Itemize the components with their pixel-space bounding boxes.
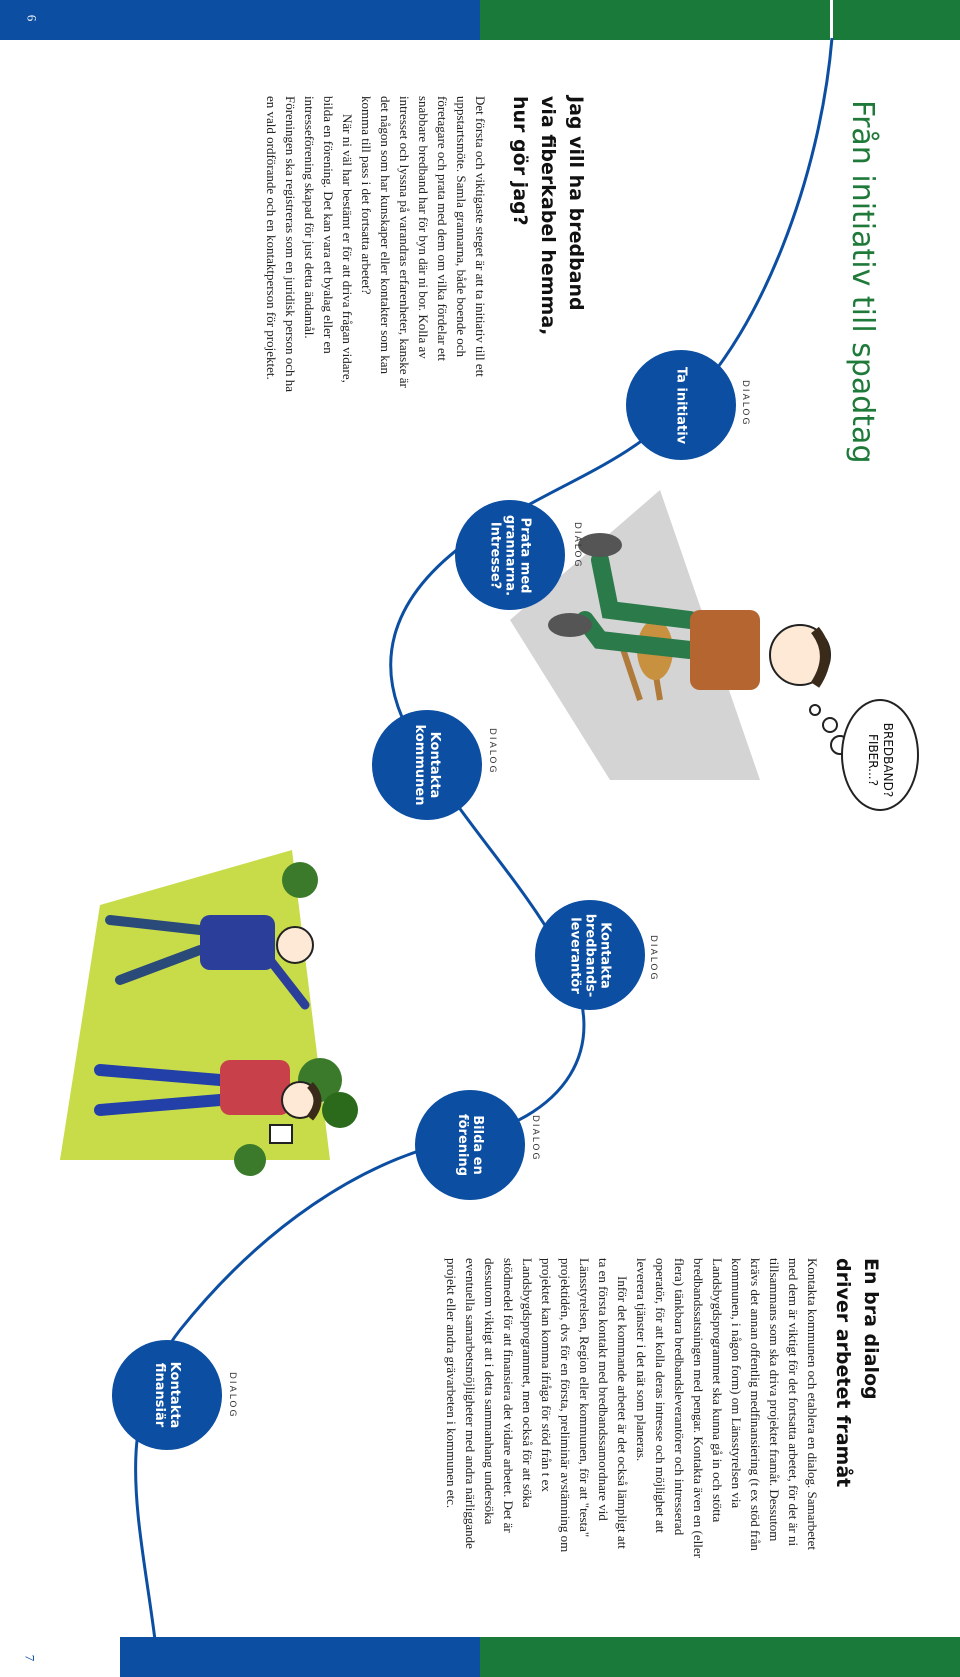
dialog-label-5: DIALOG — [530, 1115, 540, 1162]
man2-notepad — [269, 1124, 293, 1144]
step-label: Ta initiativ — [673, 366, 689, 444]
dialog-label-6: DIALOG — [227, 1372, 237, 1419]
top-blue-bar — [0, 0, 480, 40]
top-divider — [830, 0, 833, 40]
bush-3 — [322, 1092, 358, 1128]
bush-1 — [282, 862, 318, 898]
man2-torso — [220, 1060, 290, 1115]
torso — [690, 610, 760, 690]
step-ta-initiativ: Ta initiativ — [626, 350, 736, 460]
dialog-label-2: DIALOG — [572, 522, 582, 569]
man1-legs — [105, 915, 205, 985]
dialog-label-4: DIALOG — [648, 935, 658, 982]
dialog-label-3: DIALOG — [487, 728, 497, 775]
step-kontakta-bredbandsleverantor: Kontakta bredbands- leverantör — [535, 900, 645, 1010]
bottom-green-bar — [480, 1637, 960, 1677]
dialog-label-1: DIALOG — [740, 380, 750, 427]
step-bilda-en-forening: Bilda en förening — [415, 1090, 525, 1200]
thought-bubble-shape — [841, 699, 919, 811]
step-label: Kontakta bredbands- leverantör — [567, 913, 613, 997]
man2-legs — [94, 1064, 226, 1116]
bubble-dot-2 — [822, 717, 838, 733]
man1-arm — [265, 955, 310, 1010]
step-prata-med-grannarna: Prata med grannarna. Intresse? — [455, 500, 565, 610]
shoe-1 — [578, 533, 622, 557]
bubble-dot-1 — [809, 704, 821, 716]
step-label: Kontakta finansiär — [152, 1361, 182, 1429]
step-label: Prata med grannarna. Intresse? — [487, 514, 533, 596]
man1-torso — [200, 915, 275, 970]
hair — [810, 626, 830, 688]
man2-hair — [306, 1082, 322, 1121]
step-kontakta-finansiar: Kontakta finansiär — [112, 1340, 222, 1450]
shoe-2 — [548, 613, 592, 637]
step-label: Kontakta kommunen — [412, 724, 442, 806]
bottom-white-block — [0, 1637, 120, 1677]
bush-4 — [234, 1144, 266, 1176]
step-kontakta-kommunen: Kontakta kommunen — [372, 710, 482, 820]
man1-head — [276, 926, 314, 964]
top-green-bar — [480, 0, 960, 40]
step-label: Bilda en förening — [455, 1113, 485, 1177]
